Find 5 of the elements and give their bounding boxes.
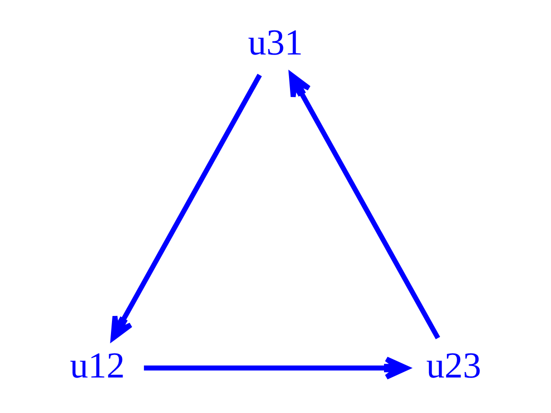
arrow [288,72,440,340]
arrow [110,74,262,341]
node-text: u23 [426,344,482,386]
node-text: u12 [70,344,125,386]
node-text: u31 [248,21,303,62]
